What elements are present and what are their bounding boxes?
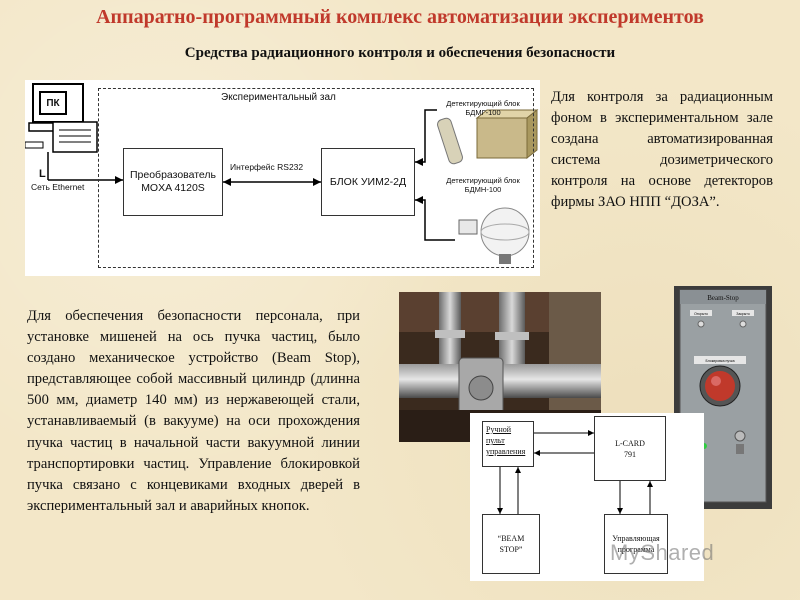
radiation-monitoring-diagram: Экспериментальный зал ПК L Сеть Ethernet… [25, 80, 540, 276]
ctrl-line2: программа [617, 545, 655, 554]
hall-label: Экспериментальный зал [221, 92, 336, 103]
panel-left-label: Открыто [694, 312, 708, 316]
beam-line1: “BEAM [497, 534, 525, 543]
manual-line3: управления [486, 447, 526, 456]
panel-title: Beam-Stop [707, 294, 739, 302]
manual-line1: Ручной [486, 425, 512, 434]
radiation-control-description: Для контроля за радиационным фоном в экс… [551, 89, 773, 211]
pc-label: ПК [39, 91, 67, 115]
control-program-box: Управляющая программа [604, 514, 668, 574]
detector1-line2: БДМГ-100 [465, 108, 501, 117]
watermark-logo: MyShared [610, 540, 715, 565]
beam-stop-control-diagram: Ручной пульт управления L-CARD 791 “BEAM… [470, 413, 704, 581]
moxa-converter-box: Преобразователь MOXA 4120S [123, 148, 223, 216]
lcard-line1: L-CARD [615, 438, 645, 448]
moxa-line1: Преобразователь [129, 169, 217, 181]
manual-line2: пульт [486, 436, 505, 445]
pc-icon [25, 83, 98, 153]
page-subtitle: Средства радиационного контроля и обеспе… [184, 45, 616, 61]
lcard-box: L-CARD 791 [594, 416, 666, 481]
beam-stop-connectors [497, 430, 653, 514]
detector-bdmn-icon [458, 207, 530, 264]
ctrl-line1: Управляющая [612, 534, 660, 543]
diagram-connectors [25, 83, 539, 264]
page-title: Аппаратно-программный комплекс автоматиз… [96, 6, 704, 28]
l-label: L [39, 168, 46, 180]
detector2-line2: БДМН-100 [464, 185, 502, 194]
uim-label: БЛОК УИМ2-2Д [329, 175, 407, 188]
panel-middle-label: Блокировка пучка [705, 359, 734, 363]
interface-label: Интерфейс RS232 [230, 162, 304, 172]
detector2-line1: Детектирующий блок [446, 176, 520, 185]
moxa-line2: MOXA 4120S [141, 182, 205, 194]
beam-line2: STOP” [499, 545, 523, 554]
panel-right-label: Закрыто [736, 312, 750, 316]
detector2-label: Детектирующий блок БДМН-100 [433, 176, 533, 194]
beam-stop-description: Для обеспечения безопасности персонала, … [27, 308, 360, 514]
beam-stop-box: “BEAM STOP” [482, 514, 540, 574]
manual-control-box: Ручной пульт управления [482, 421, 534, 467]
ethernet-label: Сеть Ethernet [31, 182, 85, 192]
detector-bdmg-icon [437, 108, 539, 165]
experimental-hall-boundary [98, 88, 534, 268]
lcard-line2: 791 [624, 449, 636, 459]
detector1-line1: Детектирующий блок [446, 99, 520, 108]
uim-block-box: БЛОК УИМ2-2Д [321, 148, 415, 216]
detector1-label: Детектирующий блок БДМГ-100 [433, 99, 533, 117]
